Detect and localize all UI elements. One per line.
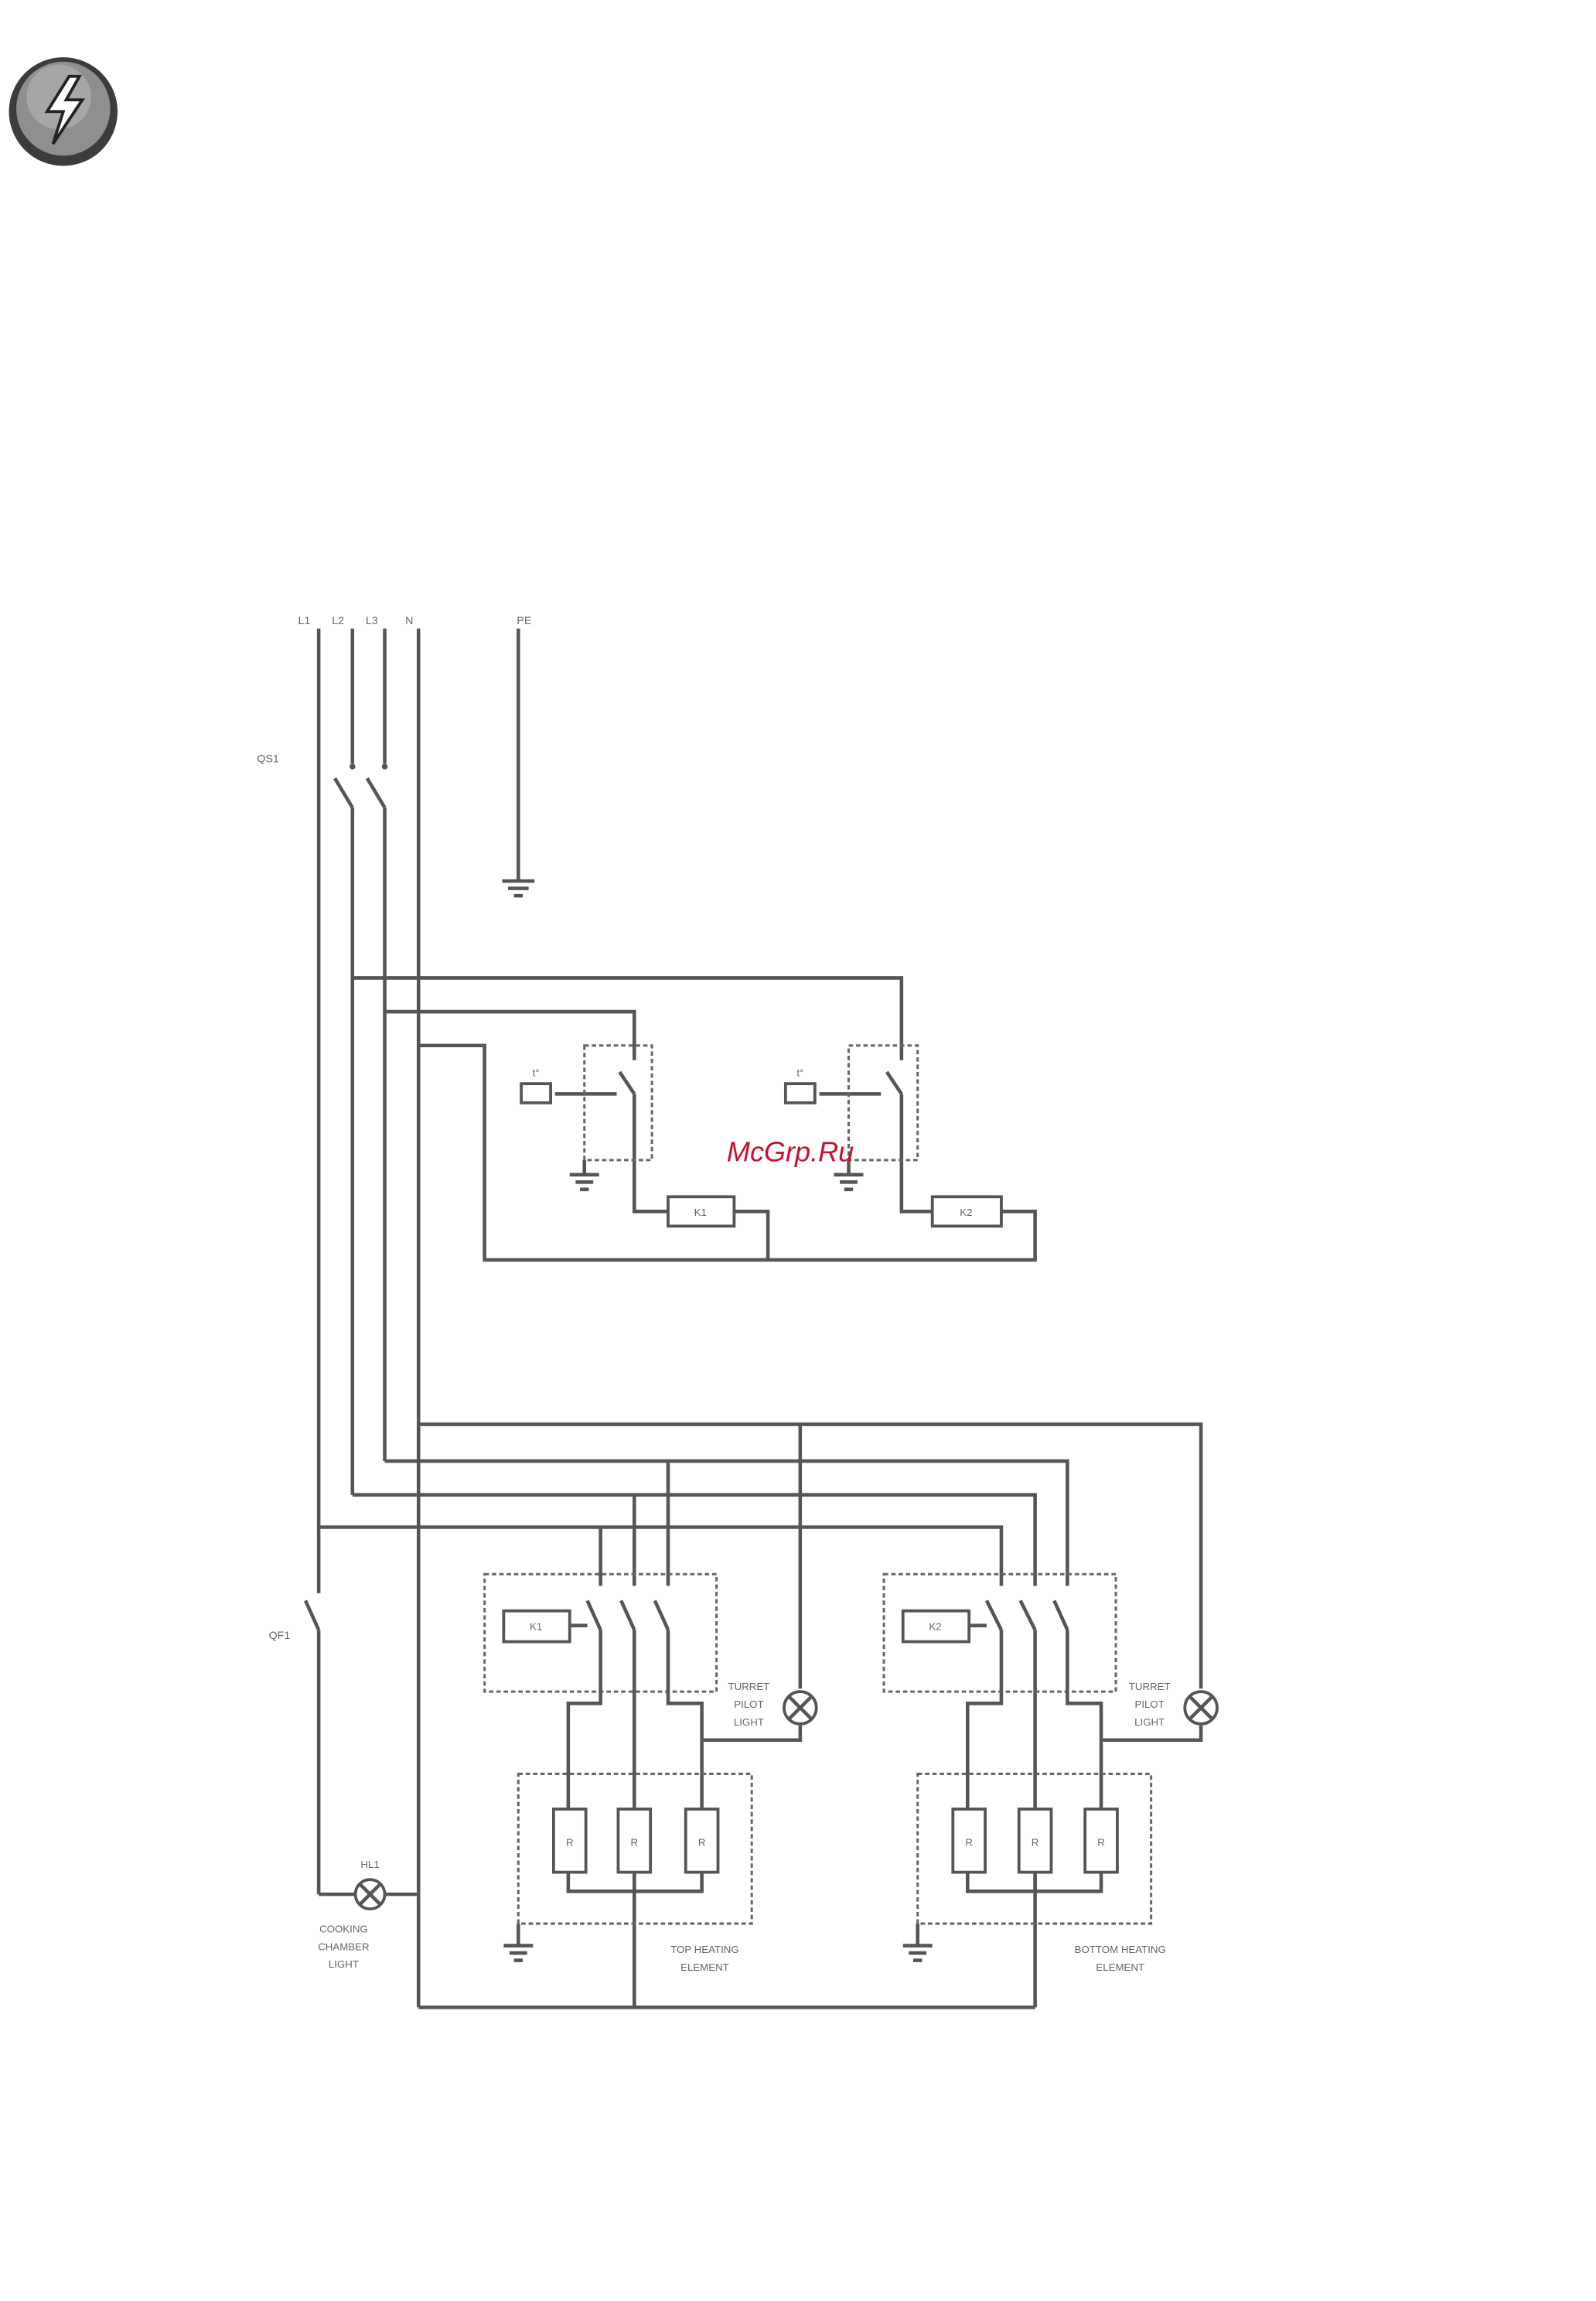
pilot-top-label-2: PILOT	[734, 1698, 763, 1710]
label-qs1: QS1	[257, 753, 279, 765]
chamber-light-label-2: CHAMBER	[318, 1941, 369, 1952]
top-element-label-2: ELEMENT	[680, 1961, 729, 1973]
pilot-lamp-bottom-icon	[1183, 1690, 1219, 1726]
heater-r-4: R	[965, 1836, 973, 1848]
heater-r-2: R	[631, 1836, 639, 1848]
thermostat-coil-k1	[667, 1195, 736, 1228]
main-switch-qs1	[333, 763, 388, 809]
label-n: N	[405, 615, 413, 627]
supply-lines	[316, 628, 520, 2008]
watermark: McGrp.Ru	[727, 1136, 854, 1168]
thermostat-coil-k2	[930, 1195, 1003, 1228]
chamber-lamp-icon	[319, 1878, 419, 1910]
bottom-heating-element	[902, 1772, 1153, 1962]
thermostat-t-1: t°	[533, 1067, 540, 1079]
pilot-top-label-3: LIGHT	[734, 1716, 764, 1728]
contactor-k2	[882, 1572, 1203, 1809]
label-l2: L2	[332, 615, 344, 627]
label-qf1: QF1	[269, 1630, 291, 1642]
label-l1: L1	[298, 615, 311, 627]
top-element-label-1: TOP HEATING	[670, 1944, 738, 1955]
label-hl1: HL1	[360, 1859, 379, 1870]
thermostat-k1-box	[583, 1044, 653, 1162]
thermostat-k2-label: K2	[960, 1207, 972, 1218]
contactor-k1-label: K1	[530, 1620, 542, 1632]
bottom-element-label-2: ELEMENT	[1096, 1961, 1144, 1973]
contactor-coil-k2	[901, 1609, 971, 1644]
pilot-bottom-label-2: PILOT	[1135, 1698, 1165, 1710]
pilot-lamp-top-icon	[783, 1690, 818, 1726]
thermostat-t-2: t°	[796, 1067, 803, 1079]
contactor-k1	[483, 1572, 803, 1809]
pilot-top-label-1: TURRET	[728, 1681, 770, 1692]
thermostat-k2-box	[847, 1044, 919, 1162]
thermostat-sensor-1	[520, 1082, 552, 1104]
thermostat-k1-label: K1	[694, 1207, 707, 1218]
label-l3: L3	[366, 615, 378, 627]
earth-symbol-pe	[502, 879, 535, 898]
heater-r-3: R	[698, 1836, 706, 1848]
contactor-coil-k1	[502, 1609, 571, 1644]
heater-r-6: R	[1097, 1836, 1105, 1848]
top-heating-element	[503, 1772, 753, 1962]
thermostat-sensor-2	[783, 1082, 817, 1104]
pilot-bottom-label-1: TURRET	[1129, 1681, 1171, 1692]
lightning-bolt-icon	[9, 57, 118, 166]
thermostat-wiring	[352, 976, 1037, 1262]
chamber-light-label-1: COOKING	[319, 1923, 368, 1934]
heater-r-1: R	[566, 1836, 574, 1848]
contactor-k2-label: K2	[929, 1620, 941, 1632]
chamber-light-label-3: LIGHT	[329, 1958, 359, 1970]
heater-r-5: R	[1032, 1836, 1039, 1848]
pilot-bottom-label-3: LIGHT	[1134, 1716, 1165, 1728]
label-pe: PE	[517, 615, 531, 627]
bottom-element-label-1: BOTTOM HEATING	[1075, 1944, 1166, 1955]
